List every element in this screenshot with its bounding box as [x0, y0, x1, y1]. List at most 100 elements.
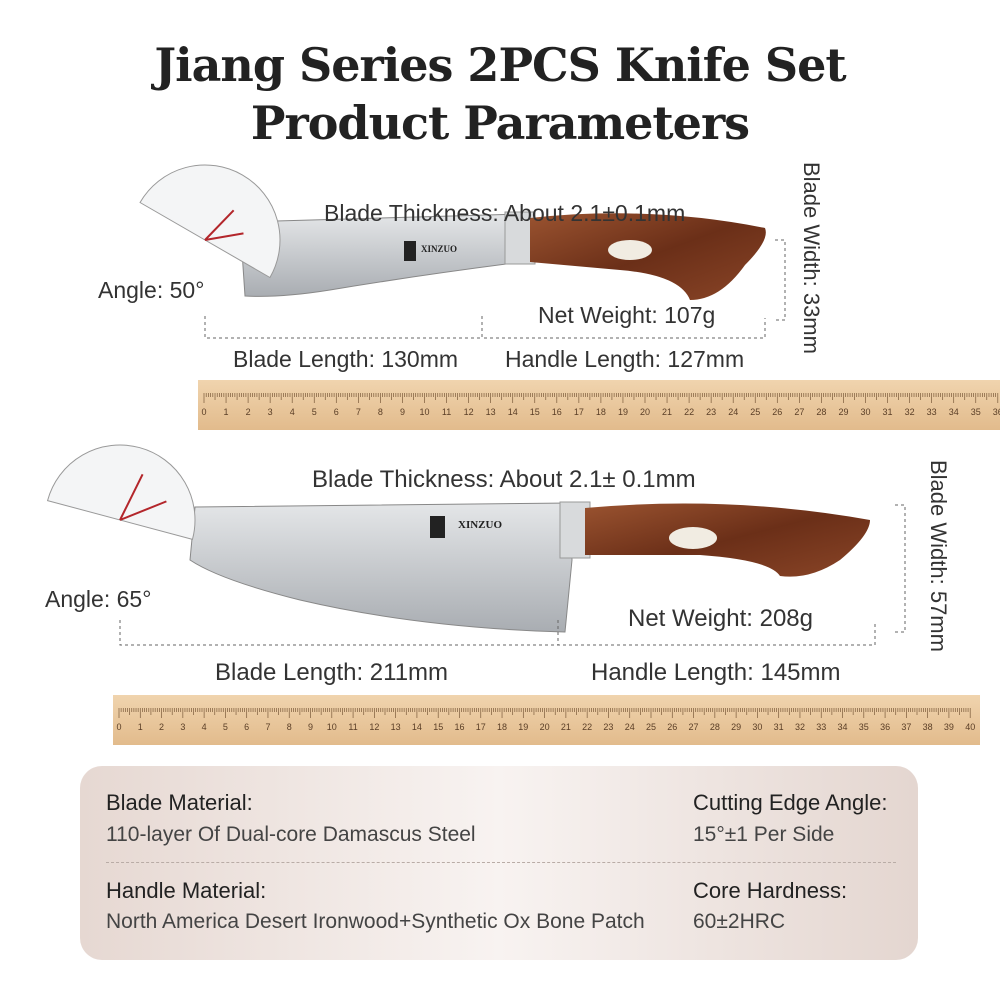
knife-2-handle — [585, 503, 870, 577]
edge-angle-value: 15°±1 Per Side — [693, 823, 835, 846]
ruler-label: 20 — [540, 722, 550, 732]
ruler-label: 11 — [442, 407, 451, 417]
knife-2-net-weight: Net Weight: 208g — [628, 605, 814, 632]
hardness-label: Core Hardness: — [693, 878, 848, 903]
ruler-label: 34 — [949, 407, 959, 417]
ruler-label: 29 — [838, 407, 848, 417]
ruler-label: 30 — [752, 722, 762, 732]
protractor-1 — [139, 164, 281, 279]
ruler-label: 24 — [625, 722, 635, 732]
knife-1: XINZUO — [139, 164, 786, 339]
ruler-label: 26 — [772, 407, 782, 417]
ruler-label: 9 — [308, 722, 313, 732]
ruler-label: 32 — [905, 407, 915, 417]
ruler-label: 35 — [859, 722, 869, 732]
ruler-label: 16 — [454, 722, 464, 732]
knife-2-logo-icon — [430, 516, 445, 538]
ruler-label: 31 — [883, 407, 893, 417]
knife-1-handle-length: Handle Length: 127mm — [505, 346, 745, 372]
knife-1-handle — [530, 213, 766, 300]
knife-2-handle-length: Handle Length: 145mm — [591, 659, 841, 686]
ruler-label: 36 — [880, 722, 890, 732]
knife-2-angle: Angle: 65° — [45, 586, 152, 612]
ruler-label: 17 — [574, 407, 584, 417]
ruler-label: 28 — [816, 407, 826, 417]
ruler-label: 32 — [795, 722, 805, 732]
edge-angle-label: Cutting Edge Angle: — [693, 790, 888, 815]
knife-1-bone-patch — [608, 240, 652, 260]
knife-1-dims — [204, 239, 786, 339]
ruler-label: 15 — [433, 722, 443, 732]
ruler-label: 2 — [159, 722, 164, 732]
ruler-label: 34 — [838, 722, 848, 732]
ruler-label: 23 — [706, 407, 716, 417]
ruler-label: 28 — [710, 722, 720, 732]
blade-material-value: 110-layer Of Dual-core Damascus Steel — [106, 823, 476, 846]
ruler-label: 15 — [530, 407, 540, 417]
knife-1-blade-thickness: Blade Thickness: About 2.1±0.1mm — [324, 200, 686, 226]
knife-2-blade-thickness: Blade Thickness: About 2.1± 0.1mm — [312, 466, 696, 493]
knife-1-blade-length: Blade Length: 130mm — [233, 346, 459, 372]
ruler-label: 19 — [518, 722, 528, 732]
knife-2-dims — [119, 504, 906, 646]
ruler-label: 10 — [419, 407, 429, 417]
ruler-label: 7 — [265, 722, 270, 732]
ruler-label: 25 — [646, 722, 656, 732]
ruler-label: 18 — [497, 722, 507, 732]
ruler-label: 8 — [378, 407, 383, 417]
ruler-label: 27 — [794, 407, 804, 417]
ruler-label: 9 — [400, 407, 405, 417]
knife-2-brand: XINZUO — [458, 519, 502, 531]
ruler-label: 5 — [223, 722, 228, 732]
ruler-label: 23 — [603, 722, 613, 732]
ruler-label: 3 — [268, 407, 273, 417]
ruler-label: 12 — [369, 722, 379, 732]
ruler-label: 29 — [731, 722, 741, 732]
ruler-label: 13 — [391, 722, 401, 732]
ruler-label: 1 — [224, 407, 229, 417]
ruler-label: 37 — [901, 722, 911, 732]
ruler-label: 26 — [667, 722, 677, 732]
ruler-label: 22 — [582, 722, 592, 732]
ruler-label: 40 — [965, 722, 975, 732]
ruler-label: 24 — [728, 407, 738, 417]
ruler-label: 19 — [618, 407, 628, 417]
ruler-label: 6 — [334, 407, 339, 417]
ruler-label: 20 — [640, 407, 650, 417]
specs-panel: Blade Material: 110-layer Of Dual-core D… — [80, 766, 918, 960]
knife-1-logo-icon — [404, 241, 416, 261]
ruler-label: 11 — [348, 722, 357, 732]
handle-material-label: Handle Material: — [106, 878, 267, 903]
knife-2-blade-width: Blade Width: 57mm — [926, 460, 951, 652]
title-line-1: Jiang Series 2PCS Knife Set — [154, 38, 846, 92]
ruler-label: 2 — [246, 407, 251, 417]
knife-2-blade-length: Blade Length: 211mm — [215, 659, 449, 686]
handle-material-value: North America Desert Ironwood+Synthetic … — [106, 910, 645, 933]
ruler-label: 0 — [116, 722, 121, 732]
ruler-label: 33 — [816, 722, 826, 732]
ruler-label: 21 — [662, 407, 672, 417]
ruler-label: 8 — [287, 722, 292, 732]
ruler-label: 16 — [552, 407, 562, 417]
ruler-label: 5 — [312, 407, 317, 417]
ruler-label: 18 — [596, 407, 606, 417]
ruler-label: 3 — [180, 722, 185, 732]
knife-2: XINZUO — [46, 444, 906, 646]
ruler-label: 12 — [464, 407, 474, 417]
knife-2-blade — [189, 502, 573, 633]
ruler-label: 14 — [412, 722, 422, 732]
ruler-label: 38 — [923, 722, 933, 732]
knife-1-blade-width: Blade Width: 33mm — [799, 162, 824, 354]
ruler-label: 21 — [561, 722, 571, 732]
protractor-2 — [46, 444, 196, 541]
ruler-label: 14 — [508, 407, 518, 417]
specs-divider — [106, 862, 896, 863]
ruler-label: 10 — [327, 722, 337, 732]
ruler-label: 4 — [202, 722, 207, 732]
ruler-label: 36 — [993, 407, 1000, 417]
blade-material-label: Blade Material: — [106, 790, 253, 815]
ruler-label: 13 — [486, 407, 496, 417]
ruler-label: 30 — [860, 407, 870, 417]
ruler-label: 25 — [750, 407, 760, 417]
